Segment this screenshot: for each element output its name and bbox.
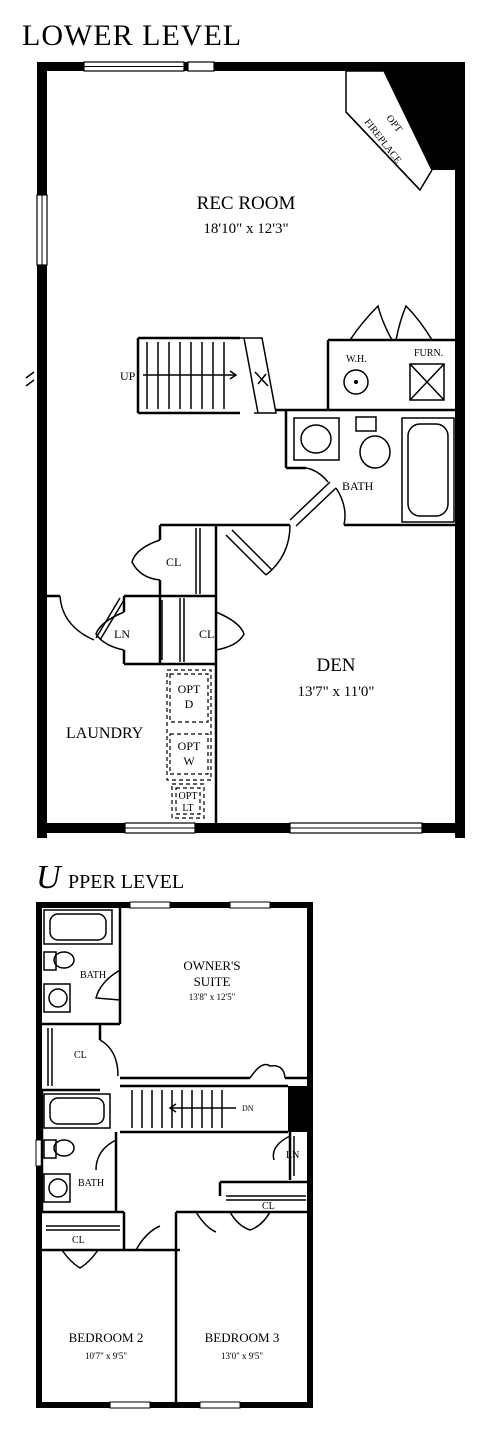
den-dims: 13'7" x 11'0" — [297, 684, 374, 700]
bedroom-3-label: BEDROOM 3 — [205, 1330, 280, 1345]
closet-2-label: CL — [199, 627, 214, 641]
owners-bath-label: BATH — [80, 970, 106, 981]
stairs-up-label: UP — [120, 369, 136, 383]
upper-linen-label: LN — [286, 1150, 299, 1161]
laundry-label: LAUNDRY — [66, 725, 144, 742]
opt-laundry-tub-label-2: LT — [182, 803, 193, 814]
den-label: DEN — [316, 655, 355, 676]
owners-closet-label: CL — [74, 1050, 87, 1061]
upper-staircase — [120, 1084, 308, 1134]
bedroom-3-dims: 13'0" x 9'5" — [221, 1351, 263, 1361]
opt-washer-label-2: W — [183, 754, 195, 768]
lower-staircase — [136, 336, 277, 415]
upper-level-plan: OWNER'S SUITE 13'8" x 12'5" BATH CL — [35, 901, 313, 1409]
bedroom-2-label: BEDROOM 2 — [69, 1330, 144, 1345]
owners-suite-label-2: SUITE — [194, 974, 231, 989]
opt-dryer-label-2: D — [185, 697, 194, 711]
owners-suite-label-1: OWNER'S — [183, 958, 240, 973]
stairs-down-label: DN — [242, 1104, 254, 1113]
lower-level-title: LOWER LEVEL — [22, 19, 242, 52]
upper-level-title-rest: PPER LEVEL — [68, 871, 184, 893]
upper-level-title: U PPER LEVEL — [36, 859, 184, 896]
owners-suite-dims: 13'8" x 12'5" — [189, 992, 236, 1002]
opt-dryer-label-1: OPT — [178, 682, 201, 696]
rec-room-label: REC ROOM — [197, 193, 296, 214]
lower-level-plan: OPT FIREPLACE REC ROOM 18'10" x 12'3" UP — [25, 61, 465, 838]
bedroom-3-closet-label: CL — [262, 1201, 275, 1212]
closet-1-label: CL — [166, 555, 181, 569]
opt-laundry-tub-label-1: OPT — [179, 791, 198, 802]
bedroom-2-dims: 10'7" x 9'5" — [85, 1351, 127, 1361]
water-heater-label: W.H. — [346, 354, 367, 365]
rec-room-dims: 18'10" x 12'3" — [203, 221, 288, 237]
bedroom-2-closet-label: CL — [72, 1235, 85, 1246]
upper-level-title-initial: U — [36, 859, 63, 896]
opt-washer-label-1: OPT — [178, 739, 201, 753]
hall-bath-label: BATH — [78, 1178, 104, 1189]
furnace-label: FURN. — [414, 348, 443, 359]
linen-label: LN — [114, 627, 130, 641]
bath-label: BATH — [342, 479, 374, 493]
